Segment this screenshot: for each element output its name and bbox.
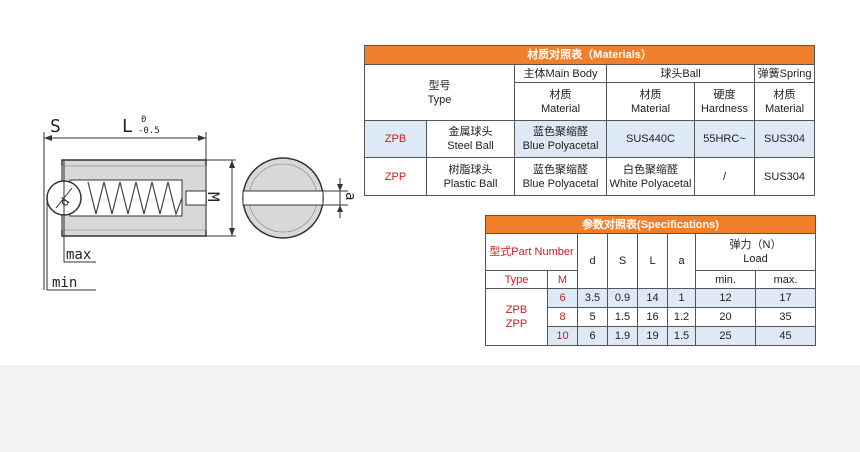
l-value: 14: [637, 288, 668, 308]
a-label: a: [342, 192, 358, 200]
slot: [185, 190, 207, 206]
type-code: ZPP: [364, 157, 427, 196]
a-value: 1: [667, 288, 696, 308]
spring-material: SUS304: [753, 157, 816, 196]
load-header: 弹力（N） Load: [694, 233, 817, 271]
hardness-header: 硬度 Hardness: [694, 82, 755, 121]
load-min: 25: [695, 326, 756, 346]
load-min-header: min.: [695, 270, 756, 289]
col-l-header: L: [637, 233, 668, 289]
max-label: max: [66, 247, 91, 263]
table-row: 8 5 1.5 16 1.2 20 35: [486, 307, 817, 327]
hardness: /: [694, 157, 755, 196]
s-value: 1.5: [607, 307, 638, 327]
m-label: M: [204, 192, 223, 202]
spring-bore: [69, 179, 183, 217]
spring-material: SUS304: [753, 120, 816, 158]
ball-material: 白色聚缩醛 White Polyacetal: [606, 157, 695, 196]
main-material: 蓝色聚缩醛 Blue Polyacetal: [514, 120, 607, 158]
type-header: Type: [485, 270, 548, 289]
ball-material: SUS440C: [606, 120, 695, 158]
load-max: 17: [754, 288, 817, 308]
ball-header: 球头Ball: [606, 64, 755, 83]
col-s-header: S: [607, 233, 638, 289]
table-row: ZPB 金属球头 Steel Ball 蓝色聚缩醛 Blue Polyaceta…: [364, 120, 816, 158]
col-a-header: a: [667, 233, 696, 289]
table-row: ZPP 树脂球头 Plastic Ball 蓝色聚缩醛 Blue Polyace…: [364, 157, 816, 196]
d-value: 6: [577, 326, 608, 346]
materials-table: 材质对照表（Materials） 型号 Type 主体Main Body 球头B…: [363, 45, 816, 196]
s-label: S: [50, 116, 61, 137]
main-material: 蓝色聚缩醛 Blue Polyacetal: [514, 157, 607, 196]
main-material-header: 材质 Material: [514, 82, 607, 121]
d-value: 5: [577, 307, 608, 327]
col-d-header: d: [577, 233, 608, 289]
load-min: 12: [695, 288, 756, 308]
min-label: min: [52, 275, 77, 291]
l-tol-lower: -0.5: [138, 126, 160, 136]
l-tol-upper: 0: [141, 115, 146, 125]
hardness: 55HRC~: [694, 120, 755, 158]
a-value: 1.5: [667, 326, 696, 346]
m-value: 8: [547, 307, 578, 327]
table-row: 10 6 1.9 19 1.5 25 45: [486, 326, 817, 346]
s-value: 0.9: [607, 288, 638, 308]
type-desc: 树脂球头 Plastic Ball: [426, 157, 515, 196]
specs-title: 参数对照表(Specifications): [484, 215, 817, 234]
m-header: M: [547, 270, 578, 289]
type-header: 型号 Type: [364, 64, 515, 121]
load-max: 35: [754, 307, 817, 327]
load-max-header: max.: [754, 270, 817, 289]
materials-title: 材质对照表（Materials）: [363, 45, 816, 65]
spring-header: 弹簧Spring: [753, 64, 816, 83]
l-value: 19: [637, 326, 668, 346]
technical-drawing: d S L 0 -0.5 max min M a: [43, 115, 358, 291]
load-min: 20: [695, 307, 756, 327]
m-value: 10: [547, 326, 578, 346]
m-value: 6: [547, 288, 578, 308]
bottom-band: [0, 365, 860, 452]
type-desc: 金属球头 Steel Ball: [426, 120, 515, 158]
spring: [87, 181, 183, 217]
l-value: 16: [637, 307, 668, 327]
ball-material-header: 材质 Material: [606, 82, 695, 121]
s-value: 1.9: [607, 326, 638, 346]
end-slot: [242, 190, 324, 206]
specifications-table: 参数对照表(Specifications) 型式Part Number d S …: [484, 215, 817, 346]
a-value: 1.2: [667, 307, 696, 327]
type-codes: ZPB ZPP: [485, 288, 548, 346]
load-max: 45: [754, 326, 817, 346]
table-row: ZPB ZPP 6 3.5 0.9 14 1 12 17: [485, 288, 817, 346]
type-code: ZPB: [364, 120, 427, 158]
spring-material-header: 材质 Material: [753, 82, 816, 121]
d-value: 3.5: [577, 288, 608, 308]
l-label: L: [122, 116, 133, 137]
part-number-header: 型式Part Number: [485, 233, 578, 271]
main-body-header: 主体Main Body: [514, 64, 607, 83]
